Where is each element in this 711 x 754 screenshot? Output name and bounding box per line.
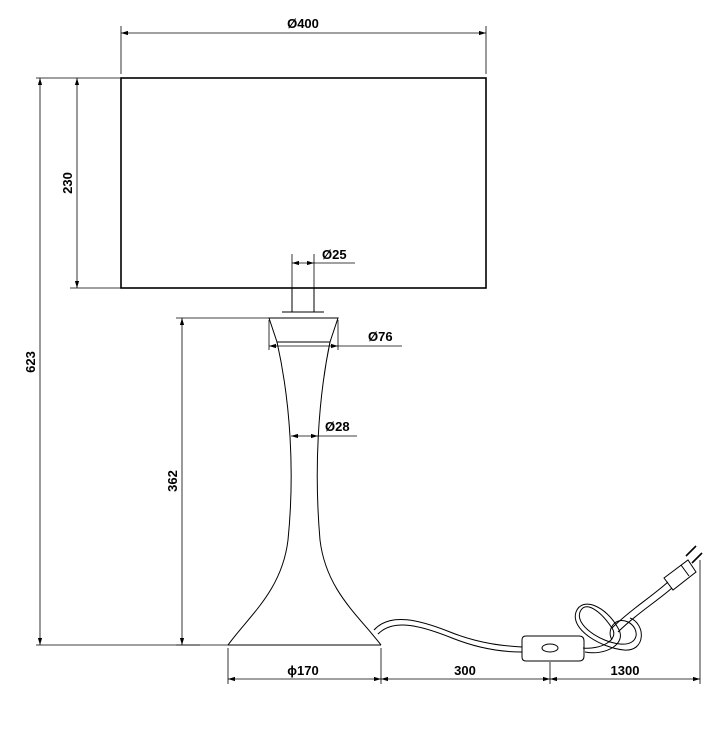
socket-diameter-label: Ø25 xyxy=(322,247,347,262)
total-height-label: 623 xyxy=(23,351,38,373)
dimension-switch-to-plug: 1300 xyxy=(550,560,701,684)
lamp-base xyxy=(227,317,382,646)
neck-diameter-label: Ø76 xyxy=(368,329,393,344)
dimension-shade-height: 230 xyxy=(60,77,255,289)
dimension-shade-diameter: Ø400 xyxy=(120,16,487,74)
dimension-neck-diameter: Ø76 xyxy=(268,320,402,350)
dimension-cord-to-switch: 300 xyxy=(381,662,551,684)
dimension-base-diameter: ϕ170 xyxy=(227,648,382,684)
base-diameter-label: ϕ170 xyxy=(287,663,318,678)
shade-diameter-label: Ø400 xyxy=(287,16,319,31)
dimension-waist-diameter: Ø28 xyxy=(291,419,357,439)
dimension-total-height: 623 xyxy=(23,77,228,646)
cord-to-switch-label: 300 xyxy=(454,663,476,678)
lamp-socket xyxy=(282,288,324,313)
dimension-base-height: 362 xyxy=(165,317,269,646)
waist-diameter-label: Ø28 xyxy=(325,419,350,434)
dimension-socket-diameter: Ø25 xyxy=(291,247,355,288)
lamp-shade xyxy=(120,77,487,289)
shade-height-label: 230 xyxy=(60,172,75,194)
base-height-label: 362 xyxy=(165,470,180,492)
power-cord xyxy=(373,581,673,654)
power-plug xyxy=(663,545,703,591)
inline-switch xyxy=(521,635,585,662)
switch-to-plug-label: 1300 xyxy=(611,663,640,678)
